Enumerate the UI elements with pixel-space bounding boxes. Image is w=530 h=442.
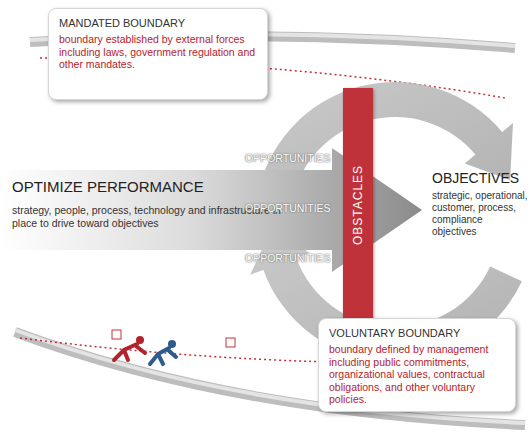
objectives-heading: OBJECTIVES xyxy=(432,170,528,187)
person-body xyxy=(150,348,176,364)
arrow-heading: OPTIMIZE PERFORMANCE xyxy=(12,178,332,196)
callout-text: boundary defined by management including… xyxy=(329,343,514,406)
person-body xyxy=(114,344,145,360)
opportunity-label: OPPORTUNITIES xyxy=(245,152,355,165)
callout-box: VOLUNTARY BOUNDARY boundary defined by ma… xyxy=(318,318,516,412)
callout-box: MANDATED BOUNDARY boundary established by… xyxy=(48,8,268,100)
opportunity-label: OPPORTUNITIES xyxy=(245,202,355,215)
callout-text: boundary established by external forces … xyxy=(59,33,264,71)
obstacle-bar: OBSTACLES xyxy=(343,88,373,322)
box-icon xyxy=(112,330,121,339)
callout-heading: MANDATED BOUNDARY xyxy=(59,17,259,30)
box-icon xyxy=(226,338,235,347)
callout-heading: VOLUNTARY BOUNDARY xyxy=(329,327,509,340)
opportunity-label: OPPORTUNITIES xyxy=(245,252,355,265)
obstacle-label: OBSTACLES xyxy=(351,165,365,245)
objectives-text: strategic, operational, customer, proces… xyxy=(432,190,528,238)
